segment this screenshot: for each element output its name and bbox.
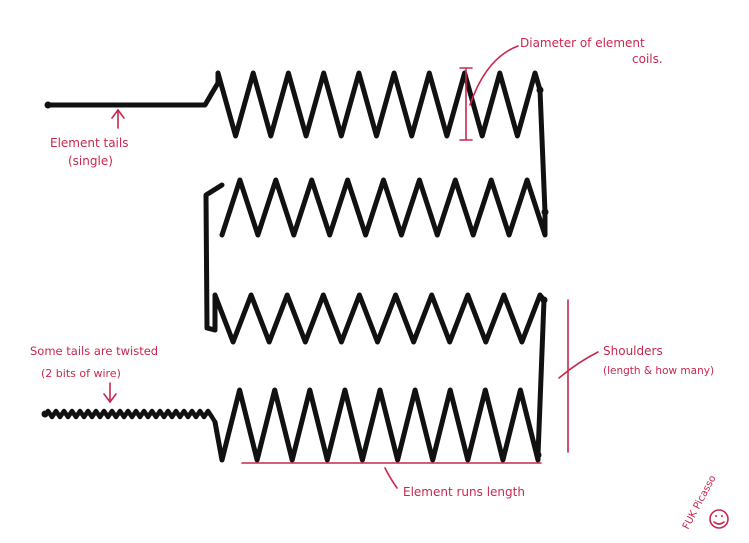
runs-length-label: Element runs length: [403, 485, 525, 499]
diameter-dimension-line: [459, 67, 473, 141]
smiley-mouth: [713, 521, 725, 525]
diameter-label: Diameter of element: [520, 36, 645, 50]
element-tails-sublabel: (single): [68, 154, 113, 168]
left-shoulder: [203, 182, 225, 333]
coil-row-4: [212, 387, 541, 463]
smiley-eye-right: [721, 515, 723, 517]
right-shoulder-2: [535, 297, 547, 458]
runs-length-leader: [384, 467, 398, 489]
smiley-face-icon: [709, 509, 729, 529]
coil-row-3: [212, 292, 547, 345]
element-tails-label: Element tails: [50, 136, 128, 150]
tail-arrow: [111, 108, 125, 129]
twisted-tails-sublabel: (2 bits of wire): [41, 367, 121, 380]
tail-end-bottom: [41, 410, 49, 418]
diameter-sublabel: coils.: [632, 52, 663, 66]
coil-row-1: [45, 70, 543, 139]
shoulders-sublabel: (length & how many): [603, 365, 714, 377]
tail-end-top: [44, 101, 52, 109]
twisted-tail: [45, 408, 218, 425]
corner-knob-4: [534, 451, 542, 459]
shoulders-label: Shoulders: [603, 344, 663, 358]
corner-knob-3: [540, 296, 548, 304]
right-shoulder-1: [537, 87, 548, 215]
twisted-arrow: [103, 382, 117, 404]
diameter-leader: [469, 45, 519, 106]
signature-text: FUK Picasso: [681, 474, 719, 532]
corner-knob-1: [536, 86, 544, 94]
corner-knob-2: [541, 208, 549, 216]
shoulders-leader: [558, 351, 599, 379]
coil-row-2: [219, 177, 548, 238]
smiley-eye-left: [715, 515, 717, 517]
element-wire: [41, 70, 549, 463]
twisted-tails-label: Some tails are twisted: [30, 344, 158, 358]
annotation-lines: [103, 45, 729, 529]
